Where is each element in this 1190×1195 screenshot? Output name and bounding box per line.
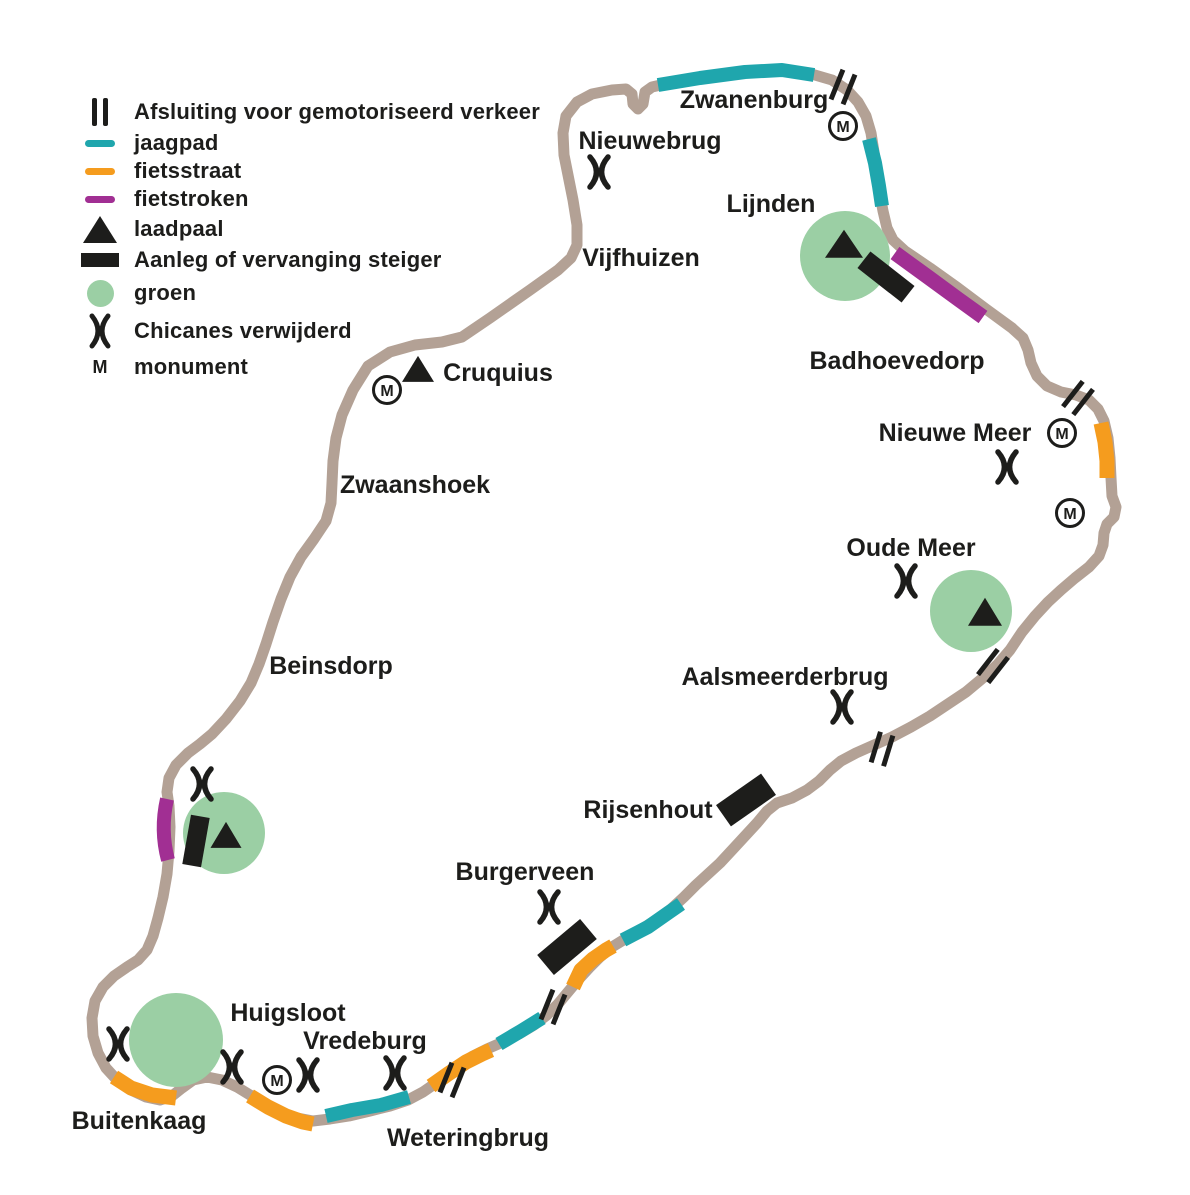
afsluiting-marker (1061, 379, 1095, 417)
place-label: Vredeburg (303, 1027, 427, 1055)
segment-fietsstraat (426, 1043, 495, 1093)
fietsstraat-line-icon (76, 167, 124, 175)
svg-text:M: M (1055, 426, 1068, 443)
legend-label-chicanes: Chicanes verwijderd (134, 318, 352, 343)
chicane-marker (587, 154, 611, 190)
place-label: Nieuwebrug (578, 127, 721, 155)
legend-row-afsluiting: Afsluiting voor gemotoriseerd verkeer (76, 98, 540, 126)
laadpaal-marker (402, 355, 434, 382)
fietstroken-line-icon (76, 195, 124, 203)
segment-jaagpad (862, 137, 889, 208)
segment-fietstroken (156, 797, 175, 862)
legend-label-jaagpad: jaagpad (134, 130, 219, 155)
steiger-marker (182, 814, 210, 868)
monument-marker: M (1055, 498, 1085, 528)
legend-label-fietsstraat: fietsstraat (134, 158, 242, 183)
legend-label-groen: groen (134, 280, 197, 305)
chicane-marker (537, 889, 561, 925)
legend-label-laadpaal: laadpaal (134, 216, 224, 241)
monument-icon: M (92, 356, 108, 377)
monument-marker: M (262, 1065, 292, 1095)
steiger-marker (857, 251, 915, 303)
chicane-marker (106, 1026, 130, 1062)
legend: Afsluiting voor gemotoriseerd verkeer ja… (76, 98, 540, 383)
chicane-marker (383, 1055, 407, 1091)
legend-label-monument: monument (134, 354, 249, 379)
steiger-marker (716, 773, 776, 827)
monument-marker: M (828, 111, 858, 141)
steiger-icon (76, 253, 124, 267)
place-label: Buitenkaag (72, 1107, 207, 1135)
segment-jaagpad (324, 1090, 411, 1123)
legend-row-chicanes: Chicanes verwijderd (76, 313, 540, 349)
segment-fietsstraat (566, 939, 617, 991)
chicanes-icon (76, 312, 124, 350)
place-label: Oude Meer (846, 534, 975, 562)
segment-jaagpad (619, 898, 685, 947)
place-label: Zwanenburg (680, 86, 829, 114)
legend-row-fietstroken: fietstroken (76, 185, 540, 213)
segment-fietsstraat (1093, 421, 1115, 478)
afsluiting-marker (538, 988, 568, 1026)
place-label: Badhoevedorp (809, 347, 984, 375)
place-label: Lijnden (727, 190, 816, 218)
place-label: Weteringbrug (387, 1124, 549, 1152)
legend-label-steiger: Aanleg of vervanging steiger (134, 247, 442, 272)
svg-text:M: M (1063, 506, 1076, 523)
segment-jaagpad (656, 63, 816, 92)
laadpaal-icon (76, 215, 124, 243)
afsluiting-marker (976, 647, 1010, 685)
legend-row-fietsstraat: fietsstraat (76, 157, 540, 185)
svg-text:M: M (380, 383, 393, 400)
steiger-marker (537, 919, 597, 975)
legend-label-fietstroken: fietstroken (134, 186, 249, 211)
afsluiting-icon (76, 98, 124, 126)
legend-label-afsluiting: Afsluiting voor gemotoriseerd verkeer (134, 99, 540, 124)
segment-fietstroken (890, 246, 988, 324)
svg-text:M: M (836, 119, 849, 136)
afsluiting-marker (828, 68, 858, 106)
chicane-marker (220, 1049, 244, 1085)
svg-text:M: M (270, 1073, 283, 1090)
segment-jaagpad (495, 1012, 546, 1051)
place-label: Rijsenhout (583, 796, 713, 824)
laadpaal-marker (210, 821, 242, 848)
monument-marker: M (1047, 418, 1077, 448)
afsluiting-marker (868, 731, 896, 767)
place-label: Huigsloot (230, 999, 346, 1027)
place-label: Zwaanshoek (340, 471, 490, 499)
place-label: Aalsmeerderbrug (681, 663, 888, 691)
place-label: Nieuwe Meer (879, 419, 1032, 447)
legend-row-laadpaal: laadpaal (76, 215, 540, 243)
chicane-marker (190, 766, 214, 802)
legend-row-groen: groen (76, 279, 540, 307)
segment-fietsstraat (109, 1070, 177, 1106)
groen-area (930, 570, 1012, 652)
chicane-marker (894, 563, 918, 599)
jaagpad-line-icon (76, 139, 124, 147)
groen-area (129, 993, 223, 1087)
laadpaal-marker (968, 597, 1002, 626)
chicane-marker (995, 449, 1019, 485)
segment-fietsstraat (246, 1089, 315, 1132)
legend-row-jaagpad: jaagpad (76, 129, 540, 157)
legend-row-steiger: Aanleg of vervanging steiger (76, 246, 540, 274)
place-label: Vijfhuizen (582, 244, 700, 272)
afsluiting-marker (437, 1061, 467, 1099)
groen-icon (76, 279, 124, 307)
place-label: Cruquius (443, 359, 553, 387)
laadpaal-marker (825, 229, 863, 258)
chicane-marker (296, 1057, 320, 1093)
chicane-marker (830, 689, 854, 725)
monument-marker: M (372, 375, 402, 405)
legend-row-monument: M monument (76, 353, 540, 381)
place-label: Beinsdorp (269, 652, 393, 680)
place-label: Burgerveen (456, 858, 595, 886)
